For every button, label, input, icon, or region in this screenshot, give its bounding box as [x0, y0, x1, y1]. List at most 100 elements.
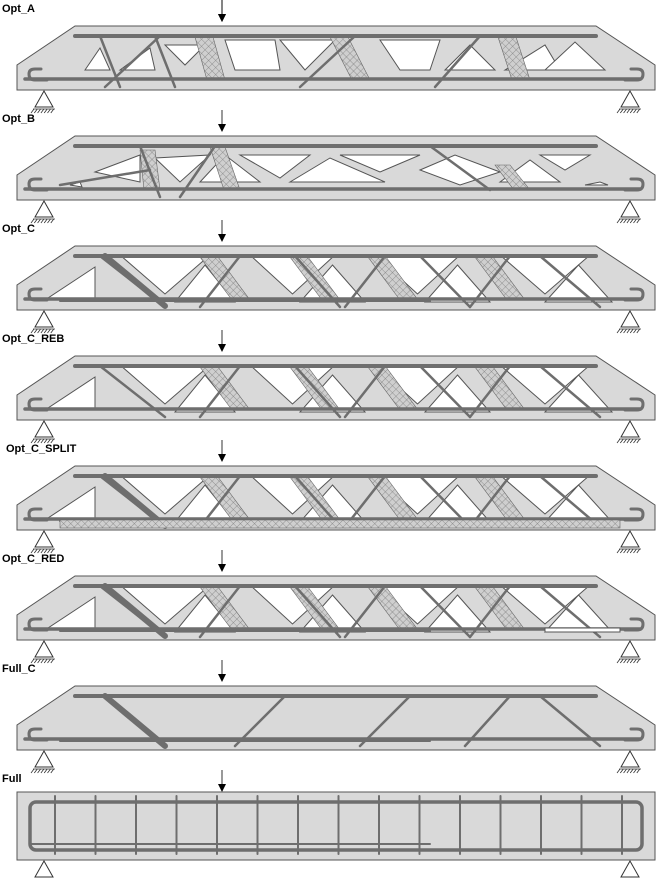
- left-support-hatch: [47, 658, 51, 664]
- right-support-hatch: [636, 548, 641, 554]
- right-support-hatch: [629, 548, 634, 554]
- left-support-hatch: [43, 658, 48, 664]
- right-support-hatch: [626, 768, 631, 774]
- left-end-hook: [27, 397, 49, 412]
- right-support-triangle: [620, 529, 640, 548]
- left-support-hatch: [40, 108, 45, 114]
- right-end-hook: [623, 617, 645, 632]
- left-support-hatch: [40, 328, 45, 334]
- beam-label: Opt_C: [2, 223, 35, 235]
- right-support-hatch: [626, 218, 631, 224]
- left-support-hatch: [50, 108, 55, 114]
- topology-opening: [538, 154, 592, 171]
- beam-label: Opt_A: [2, 3, 35, 15]
- right-support-hatch: [619, 768, 624, 774]
- right-support-hatch: [623, 438, 627, 444]
- topology-opening: [163, 44, 207, 66]
- right-support-hatch: [623, 548, 627, 554]
- beam-label: Opt_B: [2, 113, 35, 125]
- left-support-hatch: [30, 438, 35, 444]
- load-arrow-head: [218, 454, 226, 462]
- diagonal-rebar: [98, 34, 122, 89]
- beam-panel-full_c: Full_C: [2, 660, 656, 774]
- right-support-triangle: [620, 89, 640, 108]
- left-support-hatch: [43, 108, 48, 114]
- left-support-hatch: [40, 658, 45, 664]
- right-support-hatch: [626, 658, 631, 664]
- left-support-hatch: [30, 658, 35, 664]
- left-end-hook: [27, 177, 49, 192]
- left-end-hook: [27, 617, 49, 632]
- thick-diagonal-rebar: [102, 473, 168, 529]
- right-end-hook: [623, 177, 645, 192]
- right-support-hatch: [619, 658, 624, 664]
- left-support-hatch: [37, 218, 41, 224]
- beam-panel-opt_c_reb: Opt_C_REB: [2, 330, 656, 444]
- left-support-hatch: [43, 768, 48, 774]
- left-support-hatch: [33, 328, 38, 334]
- right-support-hatch: [616, 768, 621, 774]
- left-support-triangle: [34, 859, 54, 878]
- left-support-hatch: [47, 218, 51, 224]
- reduced-zone: [544, 627, 621, 633]
- left-support-hatch: [50, 328, 55, 334]
- beam-label: Opt_C_REB: [2, 333, 64, 345]
- left-support-hatch: [37, 768, 41, 774]
- left-support-hatch: [47, 108, 51, 114]
- topology-opening: [543, 41, 607, 71]
- right-support-hatch: [636, 768, 641, 774]
- diagonal-rebar: [298, 34, 357, 89]
- right-support-hatch: [616, 658, 621, 664]
- left-support-triangle: [34, 309, 54, 328]
- right-support-hatch: [636, 108, 641, 114]
- right-support-hatch: [623, 328, 627, 334]
- beam-label: Opt_C_RED: [2, 553, 64, 565]
- right-support-hatch: [619, 108, 624, 114]
- left-support-hatch: [47, 768, 51, 774]
- left-support-hatch: [30, 328, 35, 334]
- load-arrow-head: [218, 124, 226, 132]
- right-support-hatch: [636, 218, 641, 224]
- thick-diagonal-rebar: [102, 253, 168, 309]
- right-support-hatch: [626, 438, 631, 444]
- diagonal-rebar: [428, 144, 492, 192]
- beam-label: Full_C: [2, 663, 36, 675]
- thick-diagonal-rebar: [102, 693, 168, 749]
- right-support-hatch: [633, 768, 637, 774]
- diagonal-rebar: [58, 168, 152, 187]
- diagonal-rebar: [103, 34, 162, 89]
- topology-opening: [93, 154, 141, 183]
- left-end-hook: [27, 507, 49, 522]
- left-support-triangle: [34, 749, 54, 768]
- hatched-bottom-chord: [59, 519, 621, 529]
- diagonal-rebar: [138, 144, 162, 199]
- beam-panel-full: Full: [2, 770, 656, 878]
- right-support-triangle: [620, 419, 640, 438]
- left-end-hook: [27, 727, 49, 742]
- right-support-hatch: [629, 218, 634, 224]
- diagonal-rebar: [358, 694, 412, 748]
- load-arrow-head: [218, 674, 226, 682]
- right-support-hatch: [633, 438, 637, 444]
- load-arrow-head: [218, 234, 226, 242]
- left-support-triangle: [34, 89, 54, 108]
- right-support-hatch: [619, 438, 624, 444]
- left-support-hatch: [43, 328, 48, 334]
- left-support-hatch: [37, 548, 41, 554]
- right-support-hatch: [633, 548, 637, 554]
- left-support-hatch: [40, 768, 45, 774]
- right-support-hatch: [629, 658, 634, 664]
- left-support-hatch: [33, 768, 38, 774]
- right-support-hatch: [629, 328, 634, 334]
- left-support-hatch: [50, 438, 55, 444]
- left-support-triangle: [34, 419, 54, 438]
- triangular-opening: [543, 374, 614, 413]
- right-support-hatch: [636, 328, 641, 334]
- left-support-hatch: [50, 218, 55, 224]
- beam-panel-opt_c_red: Opt_C_RED: [2, 550, 656, 664]
- right-support-hatch: [629, 438, 634, 444]
- left-support-hatch: [30, 768, 35, 774]
- left-support-hatch: [43, 218, 48, 224]
- triangular-opening: [423, 594, 492, 633]
- left-support-hatch: [37, 658, 41, 664]
